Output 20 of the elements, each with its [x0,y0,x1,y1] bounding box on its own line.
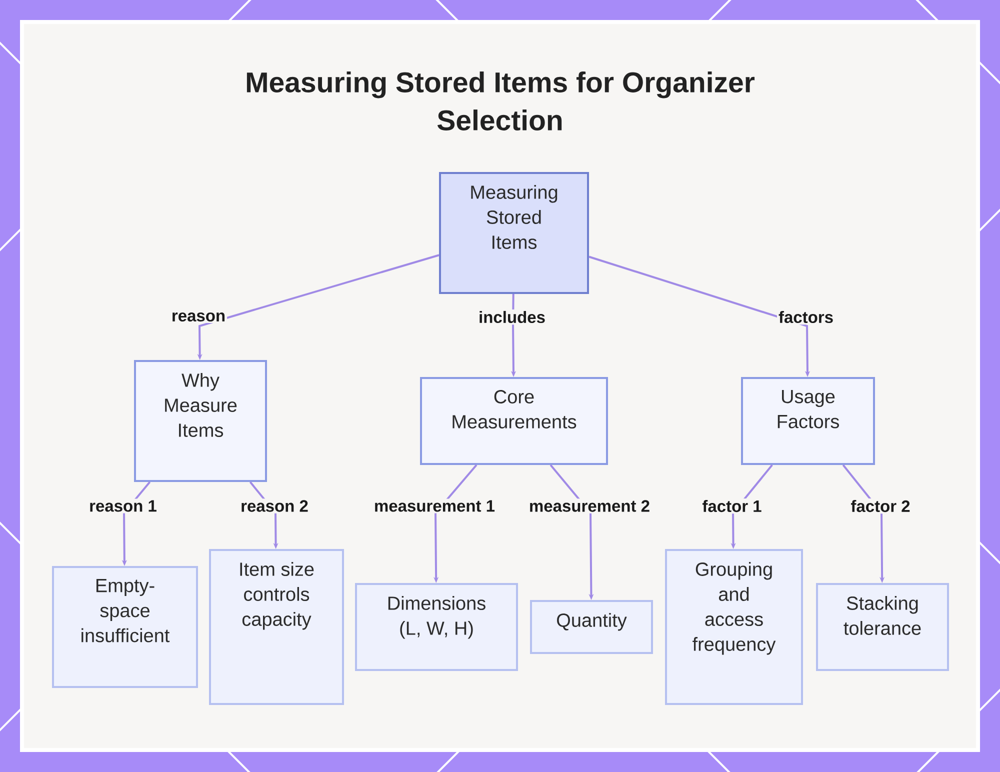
edge-label: reason [170,310,228,324]
detail-box: Stacking tolerance [816,583,949,671]
edge-label: reason 1 [88,498,158,514]
branch-box: Usage Factors [741,377,875,465]
edge-label: measurement 2 [527,498,652,514]
edge-label: factor 1 [700,498,764,514]
title: Measuring Stored Items for Organizer Selection [246,72,755,130]
detail-box: Quantity [530,600,653,654]
edge-label: factor 2 [849,498,912,514]
edge-label: reason 2 [239,498,310,514]
detail-box: Item size controls capacity [209,549,344,705]
branch-box: Core Measurements [420,377,608,465]
detail-box: Empty-space insufficient [52,566,198,688]
edge-label: factors [777,309,836,325]
branch-box: Why Measure Items [134,360,267,482]
detail-box: Dimensions (L, W, H) [355,583,518,671]
detail-box: Grouping and access frequency [665,549,803,705]
edge-label: includes [477,309,547,325]
topic-box: Measuring Stored Items [439,172,589,294]
edge-label: measurement 1 [372,498,497,514]
